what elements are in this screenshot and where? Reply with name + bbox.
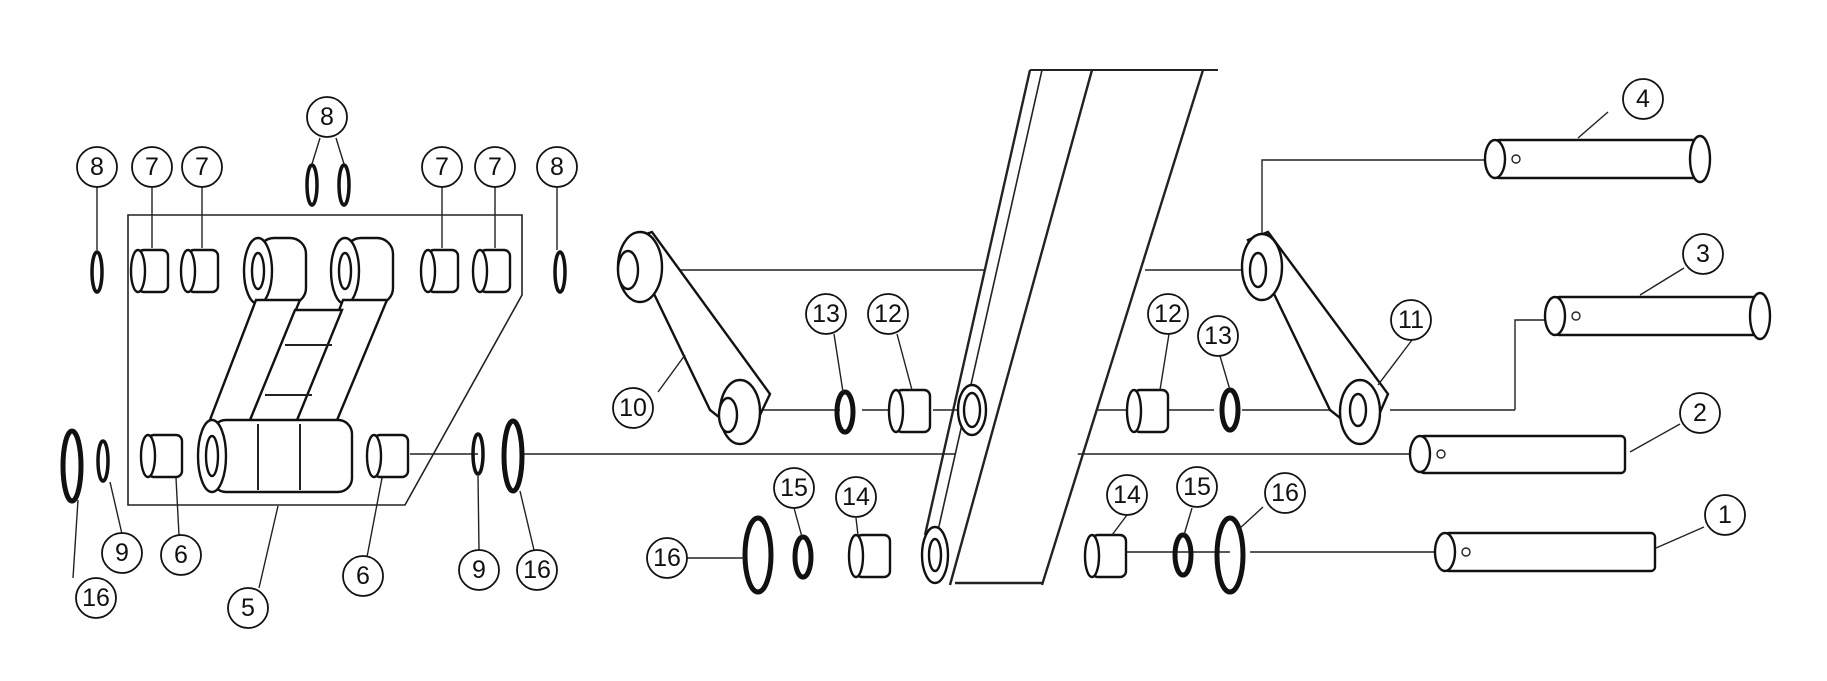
svg-text:11: 11: [1398, 306, 1424, 334]
svg-text:7: 7: [145, 153, 159, 181]
svg-text:4: 4: [1636, 85, 1650, 113]
callout-8-left: 8: [76, 146, 118, 188]
svg-text:7: 7: [435, 153, 449, 181]
callout-7-a: 7: [131, 146, 173, 188]
link-arm-left: [616, 230, 772, 446]
svg-text:8: 8: [550, 153, 564, 181]
svg-text:14: 14: [842, 483, 870, 511]
rings-and-seals: [60, 163, 1246, 595]
callout-10: 10: [612, 387, 654, 429]
callout-4: 4: [1622, 78, 1664, 120]
svg-text:6: 6: [356, 562, 370, 590]
link-arm-right: [1240, 230, 1390, 446]
callout-15-right: 15: [1176, 466, 1218, 508]
leader-lines: [72, 111, 1705, 589]
svg-text:9: 9: [472, 556, 486, 584]
callout-6-right: 6: [342, 555, 384, 597]
svg-text:10: 10: [619, 394, 647, 422]
callout-12-left: 12: [867, 293, 909, 335]
bushings: [129, 248, 1170, 579]
callout-9-right: 9: [458, 549, 500, 591]
callout-7-b: 7: [181, 146, 223, 188]
svg-text:15: 15: [780, 474, 808, 502]
callout-14-left: 14: [835, 476, 877, 518]
callout-13-left: 13: [805, 293, 847, 335]
svg-text:13: 13: [812, 300, 840, 328]
svg-text:12: 12: [874, 300, 902, 328]
callout-13-right: 13: [1197, 315, 1239, 357]
callout-1: 1: [1704, 494, 1746, 536]
svg-text:1: 1: [1718, 501, 1732, 529]
svg-text:16: 16: [82, 584, 110, 612]
callout-16-right: 16: [1264, 472, 1306, 514]
svg-text:14: 14: [1113, 481, 1141, 509]
callout-7-c: 7: [421, 146, 463, 188]
svg-text:2: 2: [1693, 399, 1707, 427]
pins: [1408, 134, 1772, 573]
callout-3: 3: [1682, 233, 1724, 275]
callout-12-right: 12: [1147, 293, 1189, 335]
svg-text:16: 16: [1271, 479, 1299, 507]
svg-text:3: 3: [1696, 240, 1710, 268]
callout-15-left: 15: [773, 467, 815, 509]
callout-11: 11: [1390, 299, 1432, 341]
svg-text:15: 15: [1183, 473, 1211, 501]
callout-14-right: 14: [1106, 474, 1148, 516]
svg-text:7: 7: [195, 153, 209, 181]
h-link-assembly: [127, 214, 523, 506]
callouts: 1 2 3 4 5 6 6 7 7 7 7 8 8 8 9 9 10 11 12…: [75, 78, 1746, 629]
callout-6-left: 6: [160, 534, 202, 576]
boom-arm: [920, 69, 1218, 586]
callout-16-mid-left: 16: [516, 549, 558, 591]
callout-7-d: 7: [474, 146, 516, 188]
callout-8-top: 8: [306, 96, 348, 138]
svg-text:16: 16: [523, 556, 551, 584]
callout-16-center: 16: [646, 537, 688, 579]
svg-text:16: 16: [653, 544, 681, 572]
callout-16-far-left: 16: [75, 577, 117, 619]
svg-text:13: 13: [1204, 322, 1232, 350]
svg-text:8: 8: [320, 103, 334, 131]
svg-text:6: 6: [174, 541, 188, 569]
callout-8-right: 8: [536, 146, 578, 188]
callout-2: 2: [1679, 392, 1721, 434]
callout-5: 5: [227, 587, 269, 629]
svg-text:8: 8: [90, 153, 104, 181]
callout-9-left: 9: [101, 532, 143, 574]
svg-text:9: 9: [115, 539, 129, 567]
svg-text:5: 5: [241, 594, 255, 622]
svg-text:7: 7: [488, 153, 502, 181]
svg-text:12: 12: [1154, 300, 1182, 328]
